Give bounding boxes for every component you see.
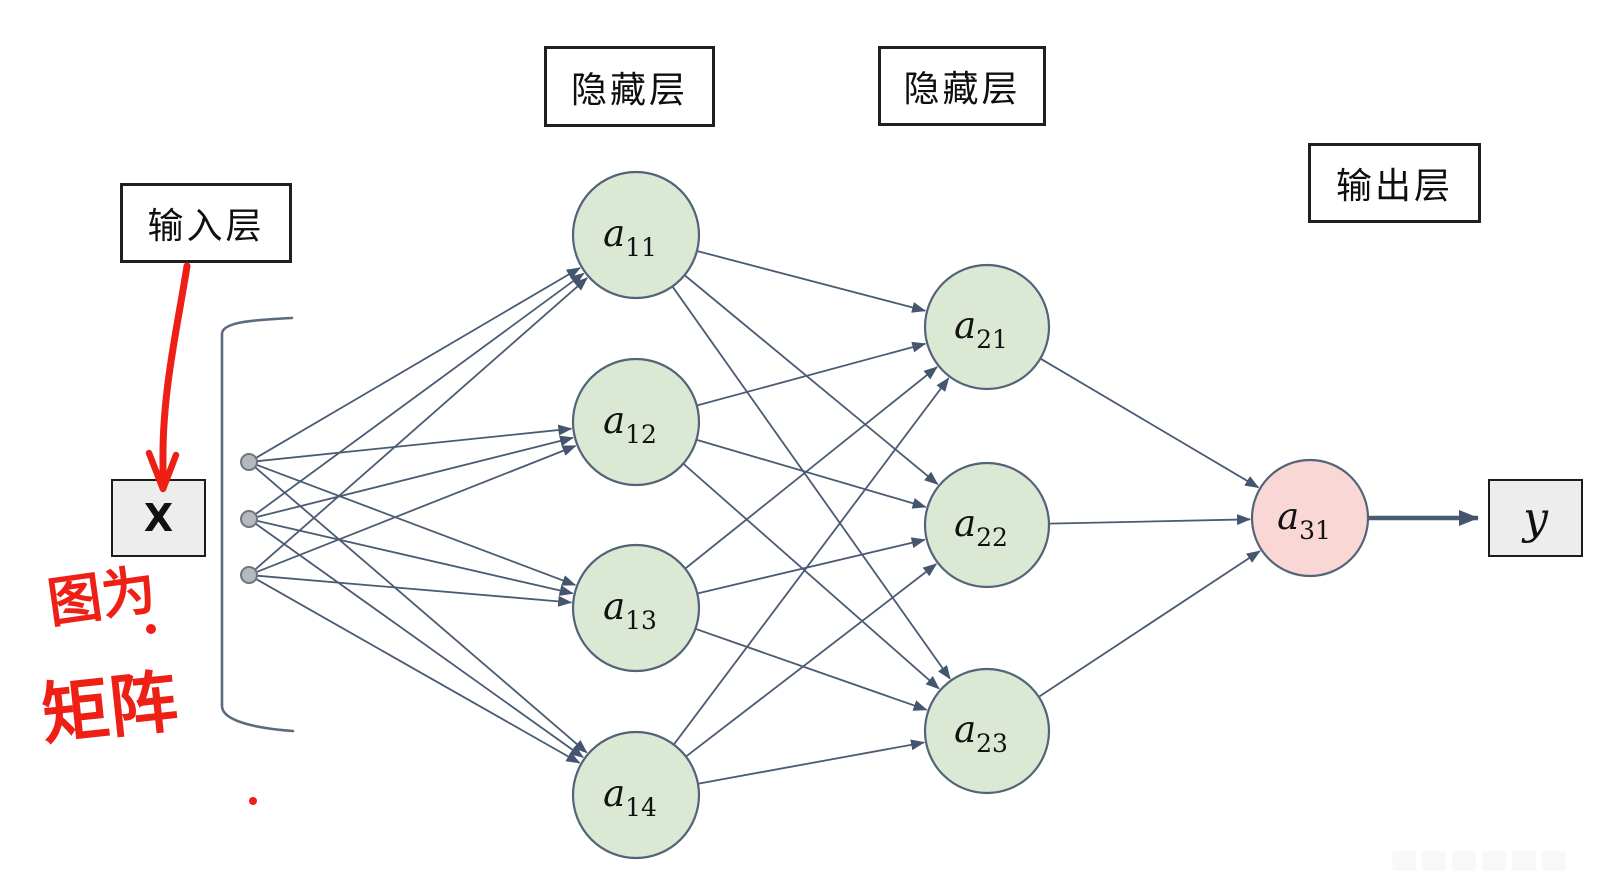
edge-a11-a21 [696,250,927,313]
label-box-hidden-layer-1: 隐藏层 [544,46,715,127]
label-box-input-layer: 输入层 [120,183,292,263]
edge-d1-a12 [256,435,574,518]
node-a23 [923,667,1051,795]
edge-a13-a23 [695,627,928,711]
node-a31 [1250,458,1370,578]
node-a13 [571,543,701,673]
node-a11 [571,170,701,300]
node-label-a21: a21 [954,304,1008,354]
edge-a12-a22 [696,438,927,509]
label-input-layer-text: 输入层 [147,206,265,247]
edge-a22-a31 [1048,514,1252,526]
label-box-hidden-layer-2: 隐藏层 [878,46,1046,126]
input-x-box: X [111,479,206,557]
node-label-a31: a31 [1277,495,1331,545]
edge-d2-a14 [255,578,581,764]
node-a21 [923,263,1051,391]
edge-d2-a12 [256,445,577,573]
label-box-output-layer: 输出层 [1308,143,1481,223]
node-a12 [571,357,701,487]
handwritten-annotation-line2: 矩阵 [37,661,182,756]
edge-a21-a31 [1039,357,1260,489]
output-y-label: y [1523,492,1548,544]
red-dot-2 [249,797,257,805]
edge-d2-a11 [254,277,588,571]
matrix-bracket [220,316,295,733]
edge-d0-a12 [256,424,573,463]
node-a22 [923,461,1051,589]
edge-d0-a13 [256,463,577,586]
edge-a13-a21 [684,366,938,570]
edge-d1-a14 [254,522,584,758]
node-label-a12: a12 [603,399,657,449]
label-hidden-layer-2-text: 隐藏层 [903,69,1021,110]
node-label-a14: a14 [603,772,657,822]
edge-d0-a11 [255,267,581,459]
node-a14 [571,730,701,860]
handwritten-annotation-line1: 图为 [43,556,160,636]
edge-a12-a21 [696,341,927,407]
edge-d1-a11 [254,272,585,515]
edge-a13-a22 [697,537,926,595]
edge-a23-a31 [1038,550,1261,698]
input-dot-2 [240,510,258,528]
node-label-a13: a13 [603,585,657,635]
edge-d0-a14 [254,466,588,754]
red-arrow-shaft [159,262,191,492]
red-dot-1 [146,624,156,634]
edge-a14-a23 [697,739,926,785]
label-hidden-layer-1-text: 隐藏层 [570,69,688,111]
input-x-label: X [143,496,174,540]
input-dot-3 [240,566,258,584]
node-label-a11: a11 [603,212,657,262]
label-output-layer-text: 输出层 [1335,166,1453,207]
edge-d2-a13 [256,574,573,607]
edge-d1-a13 [256,519,574,596]
edge-a11-a22 [683,274,939,485]
edge-a11-a23 [671,285,951,680]
edge-a12-a23 [682,462,940,690]
edge-a14-a21 [673,377,950,746]
edge-a14-a22 [685,563,938,758]
node-label-a23: a23 [954,708,1008,758]
watermark [1392,848,1597,874]
output-y-box: y [1488,479,1583,557]
node-label-a22: a22 [954,502,1008,552]
input-dot-1 [240,453,258,471]
